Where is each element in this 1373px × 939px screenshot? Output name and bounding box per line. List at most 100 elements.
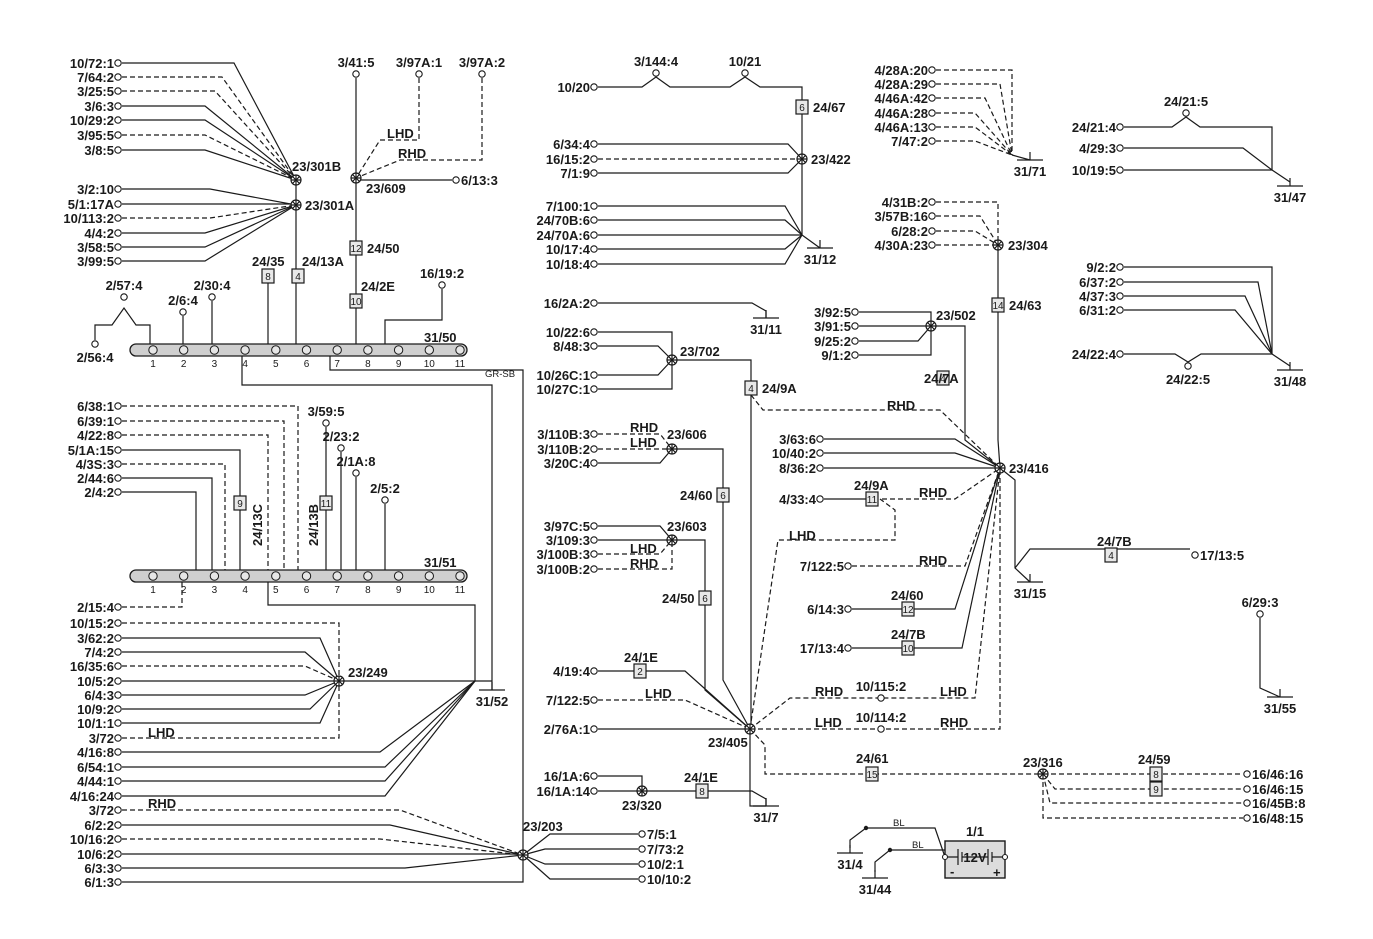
fuse-number: 12 [902,605,914,616]
ground-bar-point-number: 4 [242,585,248,596]
connector: 16/2A:2 [544,296,598,311]
ground: 31/4 [837,845,863,872]
splice: 23/416 [994,461,1049,476]
connector-label: 16/35:6 [70,659,114,674]
connector-label: 7/5:1 [647,827,677,842]
terminal-icon [114,243,122,251]
connector: 10/26C:1 [537,368,598,383]
variant-annotation: GR-SB [485,369,515,380]
terminal-icon [1182,109,1190,117]
connector-label: 6/14:3 [807,602,844,617]
connector: 6/29:3 [1242,595,1278,618]
connector-label: 7/122:5 [546,693,590,708]
fuse: 424/13A [291,254,345,284]
connector-label: 8/36:2 [779,461,816,476]
connector-label: 16/46:15 [1252,782,1303,797]
terminal-icon [851,337,859,345]
ground-icon [753,310,779,319]
connector-label: 3/100B:2 [537,562,590,577]
connector-label: 16/1A:14 [537,784,591,799]
fuse-label: 24/13A [302,254,345,269]
connector-label: 10/10:2 [647,872,691,887]
connector: 6/54:1 [77,760,122,775]
fuse: 224/1E [624,650,658,679]
terminal-icon [114,850,122,858]
connector: 7/122:5 [546,693,598,708]
terminal-icon [114,691,122,699]
terminal-icon [1116,263,1124,271]
ground-bar-point [148,571,158,581]
connector-label: 7/64:2 [77,70,114,85]
splice-label: 23/609 [366,181,406,196]
fuse-number: 6 [702,594,708,605]
connector-label: 17/13:5 [1200,548,1244,563]
fuse-icon [291,268,305,284]
splice-label: 23/304 [1008,238,1049,253]
connector: 2/4:2 [84,485,122,500]
connector: 16/1A:14 [537,784,598,799]
terminal-icon [1243,785,1251,793]
connector-label: 16/48:15 [1252,811,1303,826]
connector: 5/1:17A [68,197,122,212]
connector: 7/64:2 [77,70,122,85]
fuse-icon [1104,547,1118,563]
connector: 3/2:10 [77,182,122,197]
terminal-icon [114,634,122,642]
connector-label: 6/54:1 [77,760,114,775]
connector: 3/144:4 [634,54,679,77]
splice-label: 23/203 [523,819,563,834]
connector-label: 4/19:4 [553,664,591,679]
splice-label: 23/502 [936,308,976,323]
splice: 23/405 [708,723,756,750]
splice-label: 23/301B [292,159,341,174]
connector: 4/16:24 [70,789,122,804]
fuse-label: 24/1E [684,770,718,785]
connector: 6/37:2 [1079,275,1124,290]
connector: 4/19:4 [553,664,598,679]
wires [94,62,1291,883]
connector: 10/19:5 [1072,163,1124,178]
connector: 4/46A:28 [875,106,936,121]
fuse-number: 8 [1153,770,1159,781]
connector-label: 10/27C:1 [537,382,590,397]
terminal-icon [114,878,122,886]
ground-label: 31/7 [753,810,778,825]
battery: 1/1 12V - + BL BL [849,818,1009,880]
connector: 6/2:2 [84,818,122,833]
fuse-label: 24/2E [361,279,395,294]
ground-label: 31/55 [1264,701,1297,716]
ground-icon [1267,689,1293,698]
ground-bar-point-number: 9 [396,359,402,370]
terminal-icon [114,59,122,67]
terminal-icon [114,257,122,265]
connector: 3/97A:1 [396,55,442,78]
terminal-icon [1116,123,1124,131]
splice-label: 23/416 [1009,461,1049,476]
connector: 10/16:2 [70,832,122,847]
fuse-icon [744,380,758,396]
ground: 31/52 [476,682,508,709]
connector: 3/92:5 [814,305,859,320]
connector-label: 10/20 [557,80,590,95]
terminal-icon [928,109,936,117]
ground-bar-point-number: 8 [365,585,371,596]
connector: 6/28:2 [891,224,936,239]
ground-bar-point-number: 6 [304,585,310,596]
terminal-icon [114,677,122,685]
variant-annotation: RHD [887,398,915,413]
terminal-icon [438,281,446,289]
connector-label: 2/15:4 [77,600,115,615]
terminal-icon [851,351,859,359]
variant-annotation: LHD [148,725,175,740]
fuse-label: 24/13C [250,503,265,546]
connector-label: 4/3S:3 [76,457,114,472]
splice: 23/606 [666,427,707,455]
connector-label: 5/1:17A [68,197,115,212]
terminal-icon [638,875,646,883]
connector-label: 4/30A:23 [875,238,928,253]
terminal-icon [590,565,598,573]
terminal-icon [590,169,598,177]
